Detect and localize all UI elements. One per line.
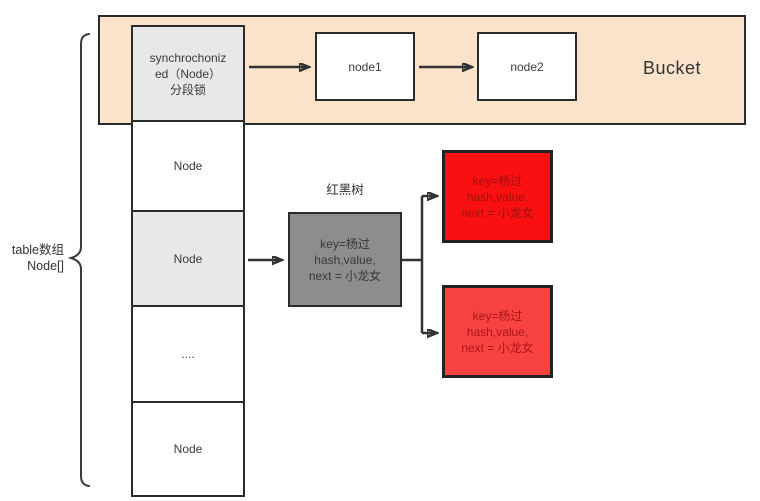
list-node-1: node1 — [315, 32, 415, 101]
red-black-tree-caption: 红黑树 — [326, 183, 364, 197]
array-cell-synchronized: synchrochoniz ed（Node） 分段锁 — [131, 25, 245, 122]
bucket-label: Bucket — [642, 58, 702, 78]
array-cell-node-1: Node — [131, 120, 245, 212]
array-cell-node-3: Node — [131, 401, 245, 497]
tree-root-node: key=杨过 hash,value, next = 小龙女 — [288, 212, 402, 307]
array-cell-ellipsis: .... — [131, 305, 245, 403]
curly-brace-icon — [67, 33, 90, 487]
tree-branch-line — [402, 196, 424, 333]
array-cell-node-2: Node — [131, 210, 245, 307]
tree-child-node-top: key=杨过 hash,value, next = 小龙女 — [442, 150, 553, 243]
tree-child-node-bottom: key=杨过 hash,value, next = 小龙女 — [442, 285, 553, 378]
list-node-2: node2 — [477, 32, 577, 101]
table-array-label: table数组 Node[] — [11, 243, 64, 273]
